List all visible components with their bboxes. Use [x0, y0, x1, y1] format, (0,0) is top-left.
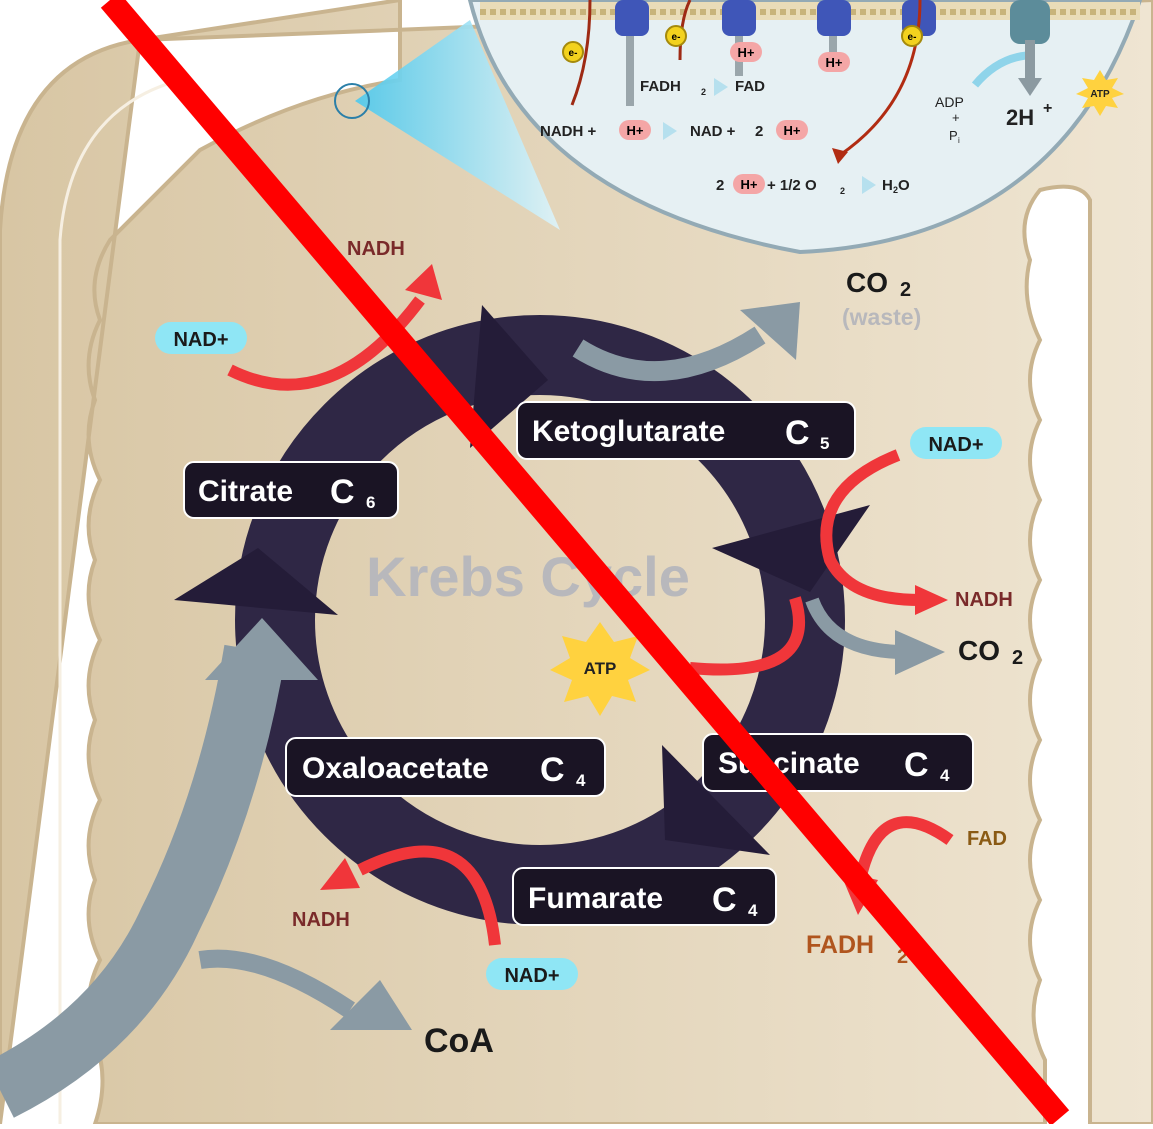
hplus-label: H+ [741, 177, 758, 192]
fumarate-carbon: C [712, 881, 737, 919]
oxaloacetate-carbon: C [540, 751, 565, 789]
water-eq-c: H [882, 177, 893, 194]
atp-star: ATP [550, 622, 650, 716]
co2-sub: 2 [1012, 647, 1023, 669]
strike-through-line [100, 0, 1070, 1126]
fadh-label: FADH [640, 78, 681, 95]
cycle-title: Krebs Cycle [366, 545, 690, 608]
nadh-eq-c: 2 [755, 123, 763, 140]
nad-plus-pills: NAD+ NAD+ NAD+ [155, 322, 1002, 990]
fadh-label: FADH [806, 931, 874, 959]
electron-tokens: e- e- e- [562, 25, 923, 63]
plus-label: + [952, 110, 960, 125]
co2-label: CO [958, 635, 1000, 666]
hplus-label: H+ [738, 45, 755, 60]
nadh-eq-a: NADH + [540, 123, 596, 140]
fad-labels: FAD FADH 2 [806, 828, 1007, 968]
water-eq-d: O [898, 177, 910, 194]
waste-label: (waste) [842, 304, 921, 330]
succinate-sub: 4 [940, 766, 950, 785]
two-h-label: 2H [1006, 105, 1034, 130]
water-eq-a: 2 [716, 177, 724, 194]
pi-label: P [949, 128, 958, 143]
nad-plus-label: NAD+ [173, 329, 228, 351]
hplus-label: H+ [627, 123, 644, 138]
fadh-sub: 2 [701, 87, 706, 97]
nadh-label: NADH [292, 909, 350, 931]
coa-label: CoA [424, 1022, 494, 1060]
pi-sub: i [958, 136, 960, 145]
oxaloacetate-sub: 4 [576, 771, 586, 790]
fad-label: FAD [735, 78, 765, 95]
ketoglutarate-sub: 5 [820, 434, 829, 453]
step-labels: Citrate C 6 Ketoglutarate C 5 Succinate … [183, 401, 974, 926]
inset-atp-label: ATP [1090, 89, 1110, 100]
adp-label: ADP [935, 94, 964, 110]
nadh-eq-b: NAD + [690, 123, 736, 140]
hplus-label: H+ [826, 55, 843, 70]
hplus-tokens: H+ H+ [730, 42, 850, 72]
eminus-label: e- [569, 48, 578, 59]
two-h-sup: + [1043, 100, 1052, 117]
ketoglutarate-name: Ketoglutarate [532, 415, 725, 448]
red-arrows [227, 264, 954, 946]
atp-label: ATP [584, 659, 617, 678]
fad-label: FAD [967, 828, 1007, 850]
nadh-label: NADH [955, 589, 1013, 611]
co2-label: CO [846, 267, 888, 298]
nad-plus-label: NAD+ [928, 434, 983, 456]
fadh-sub: 2 [897, 946, 908, 968]
fumarate-sub: 4 [748, 901, 758, 920]
oxaloacetate-name: Oxaloacetate [302, 752, 489, 785]
nadh-label: NADH [347, 238, 405, 260]
nadh-labels: NADH NADH NADH [292, 238, 1013, 931]
water-eq-b-sub: 2 [840, 186, 845, 196]
citrate-carbon: C [330, 473, 355, 511]
inset-equations: FADH 2 FAD NADH + H+ NAD + 2 H+ 2 H+ + 1… [540, 70, 1124, 196]
citrate-name: Citrate [198, 475, 293, 508]
co2-sub: 2 [900, 279, 911, 301]
eminus-label: e- [672, 32, 681, 43]
hplus-label: H+ [784, 123, 801, 138]
fumarate-name: Fumarate [528, 882, 663, 915]
ketoglutarate-carbon: C [785, 414, 810, 452]
grey-arrows [0, 302, 945, 1118]
water-eq-b: + 1/2 O [767, 177, 817, 194]
succinate-carbon: C [904, 746, 929, 784]
eminus-label: e- [908, 32, 917, 43]
water-eq-c-sub: 2 [893, 185, 898, 195]
co2-labels: CO 2 (waste) CO 2 [842, 267, 1023, 669]
nad-plus-label: NAD+ [504, 965, 559, 987]
citrate-sub: 6 [366, 493, 375, 512]
